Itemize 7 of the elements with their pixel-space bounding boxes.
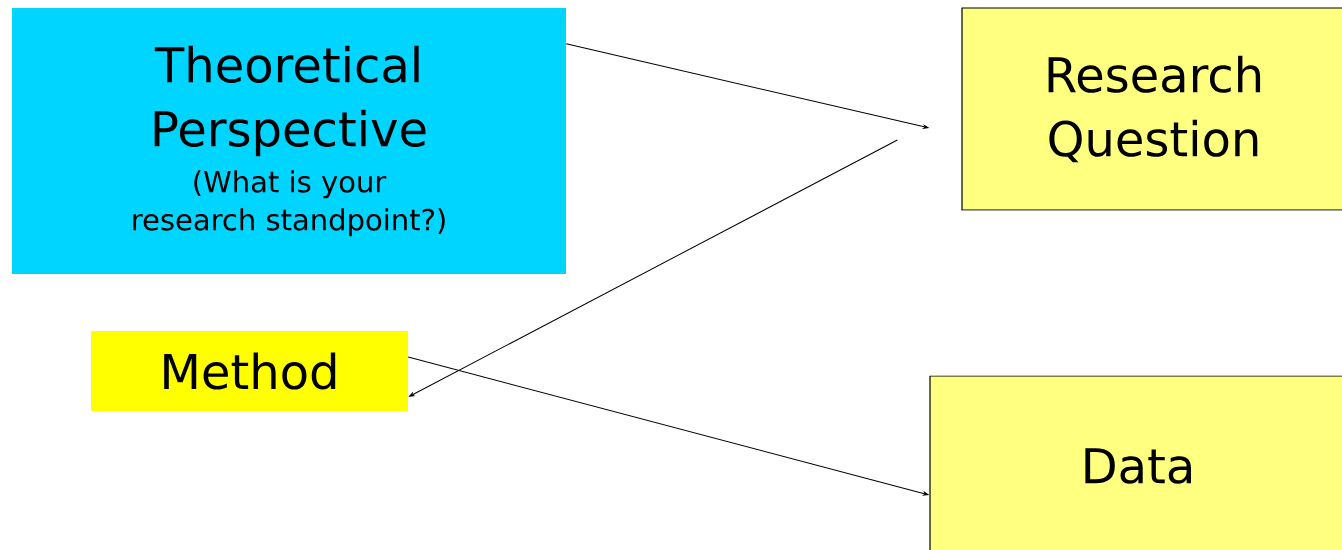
perspective-box: Theoretical Perspective (What is your research standpoint?) — [12, 8, 566, 274]
question-box: Research Question — [961, 7, 1342, 211]
arrow — [409, 139, 898, 397]
method-box: Method — [91, 331, 408, 411]
data-box: Data — [929, 375, 1342, 550]
arrow — [565, 43, 929, 129]
arrow — [407, 356, 929, 496]
